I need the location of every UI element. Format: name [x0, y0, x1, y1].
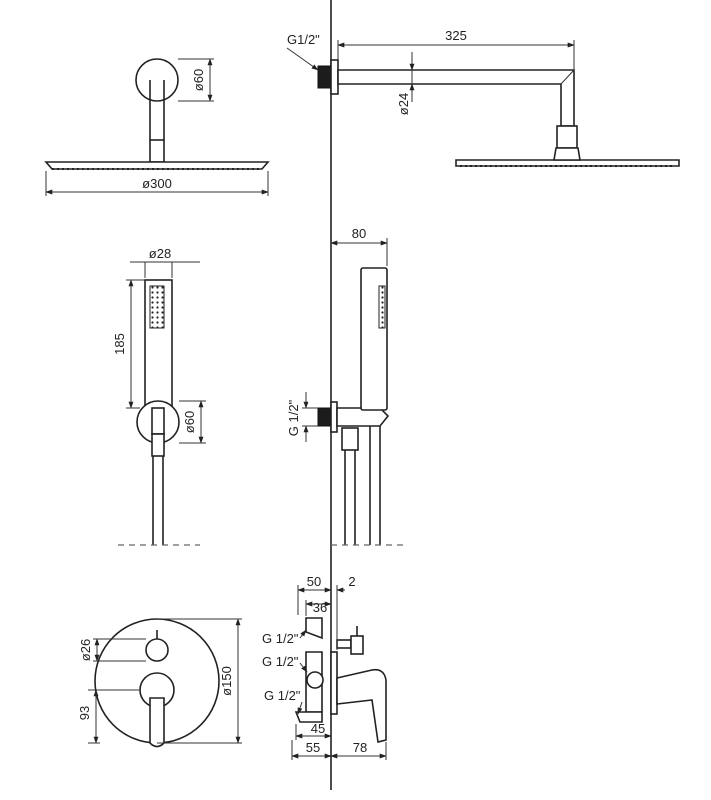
dim-holder-thread: G 1/2" — [286, 399, 301, 436]
dim-lever-offset: 93 — [77, 706, 92, 720]
dim-mixer-78: 78 — [353, 740, 367, 755]
wall-flange-top — [317, 65, 332, 89]
thread-bottom-fitting — [294, 711, 323, 723]
dim-thread-top: G1/2" — [287, 32, 320, 47]
hand-shower-side-view — [317, 267, 390, 545]
hand-shower-front-view — [136, 279, 180, 545]
wall-flange-mid — [317, 407, 332, 427]
overhead-shower-front-view — [44, 58, 270, 170]
mixer-side-view — [294, 617, 387, 743]
hose-connector — [151, 433, 165, 457]
mixer-front-view — [94, 618, 220, 748]
dim-rosette-dia: ø150 — [219, 666, 234, 696]
dim-holder-dia: ø60 — [182, 411, 197, 433]
shower-arm-curve — [149, 80, 165, 140]
dim-mixer-50: 50 — [307, 574, 321, 589]
side-rosette-mixer — [330, 651, 338, 715]
overhead-shower-side-view — [317, 59, 680, 167]
dim-arm-length: 325 — [445, 28, 467, 43]
dim-mixer-thread-1: G 1/2" — [262, 631, 299, 646]
arm-connector — [149, 139, 165, 163]
holder-bracket — [151, 407, 165, 435]
wall-rosette — [135, 58, 179, 102]
holder-rosette-side — [330, 401, 338, 433]
dim-mixer-55: 55 — [306, 740, 320, 755]
dim-hand-dia: ø28 — [149, 246, 171, 261]
shower-arm-side — [337, 69, 575, 127]
side-rosette — [330, 59, 339, 95]
mixer-lever — [149, 697, 165, 748]
diverter-knob — [145, 638, 169, 662]
hand-shower-side-nozzles — [378, 285, 386, 329]
shower-head-plate — [44, 161, 270, 170]
thread-top-fitting — [305, 617, 323, 640]
dim-knob-dia: ø26 — [78, 639, 93, 661]
arm-head-connector — [556, 125, 578, 149]
lever-side — [336, 668, 387, 743]
dim-holder-depth: 80 — [352, 226, 366, 241]
dim-mixer-45: 45 — [311, 721, 325, 736]
hand-shower-nozzles — [149, 285, 165, 329]
shower-head-side — [455, 159, 680, 167]
knob-side — [350, 635, 364, 655]
knob-stem — [336, 639, 352, 649]
dim-mixer-thread-3: G 1/2" — [264, 688, 301, 703]
dim-hand-length: 185 — [112, 333, 127, 355]
side-hose-connector — [341, 427, 359, 451]
valve-port — [306, 671, 324, 689]
dim-arm-dia: ø24 — [396, 93, 411, 115]
dim-mixer-thread-2: G 1/2" — [262, 654, 299, 669]
dim-mixer-36: 36 — [313, 600, 327, 615]
dim-mixer-gap: 2 — [348, 574, 355, 589]
dim-head-dia: ø300 — [142, 176, 172, 191]
dim-wall-rosette-dia: ø60 — [191, 69, 206, 91]
